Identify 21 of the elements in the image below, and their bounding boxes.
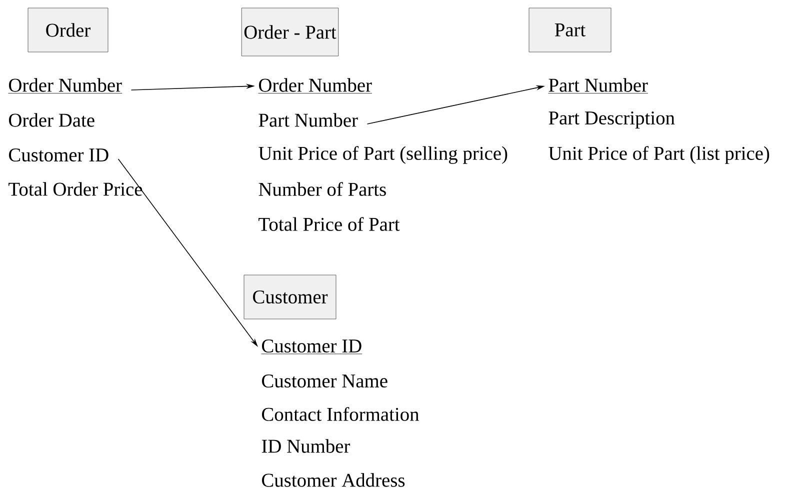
attribute-text: Part Description — [548, 112, 675, 128]
attribute-text: Customer Address — [262, 473, 405, 487]
entity-box: Part — [528, 8, 612, 52]
entity-box: Customer — [244, 274, 336, 320]
attribute-text: Customer Name — [262, 374, 388, 388]
attribute-text: ID Number — [262, 439, 350, 453]
attribute-text: Order Number — [8, 78, 122, 94]
attribute-text: Total Order Price — [8, 182, 142, 196]
entity-box: Order — [28, 8, 108, 52]
attribute-text: Part Number — [548, 78, 648, 94]
attribute-text: Customer ID — [261, 339, 362, 354]
attribute-text: Total Price of Part — [258, 217, 400, 231]
attribute-text: Part Number — [258, 113, 358, 127]
attribute-text: Order Date — [9, 113, 94, 127]
attribute-text: Unit Price of Part (list price) — [548, 146, 770, 164]
attribute-text: Customer ID — [9, 148, 108, 162]
attribute-text: Order Number — [258, 78, 372, 94]
attribute-text: Contact Information — [262, 407, 419, 421]
entity-box: Order - Part — [241, 8, 339, 56]
attribute-text: Number of Parts — [258, 182, 386, 196]
attribute-text: Unit Price of Part (selling price) — [258, 146, 508, 164]
